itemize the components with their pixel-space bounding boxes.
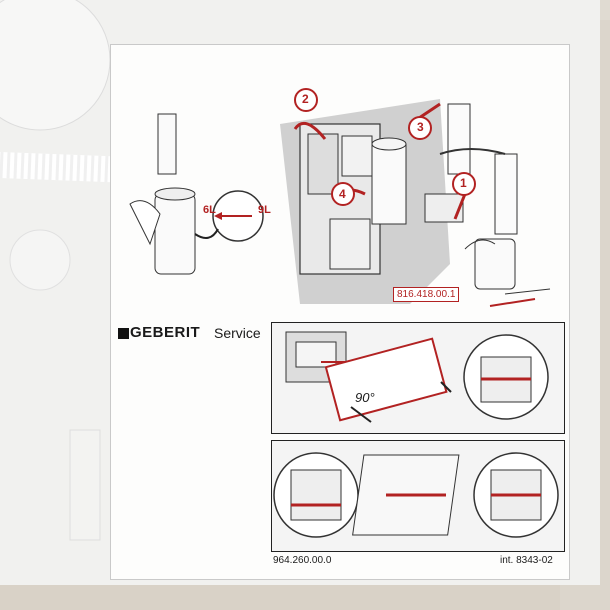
volume-low-label: 6L — [203, 204, 216, 216]
installation-illustration — [273, 452, 559, 538]
step-number-3: 3 — [417, 120, 424, 134]
brand-subtitle: Service — [214, 325, 261, 341]
step-number-1: 1 — [460, 176, 467, 190]
rotation-angle-label: 90° — [355, 390, 375, 405]
volume-high-label: 9L — [258, 204, 271, 216]
product-code-right: int. 8343-02 — [500, 555, 553, 566]
part-number-label: 816.418.00.1 — [393, 287, 460, 302]
step-number-4: 4 — [339, 187, 346, 201]
brand-logo-square — [118, 328, 129, 339]
mounting-illustration — [285, 331, 549, 423]
top-illustration — [129, 88, 551, 307]
step-number-2: 2 — [302, 92, 309, 106]
product-code-left: 964.260.00.0 — [273, 555, 332, 566]
brand-name: GEBERIT — [130, 324, 201, 341]
